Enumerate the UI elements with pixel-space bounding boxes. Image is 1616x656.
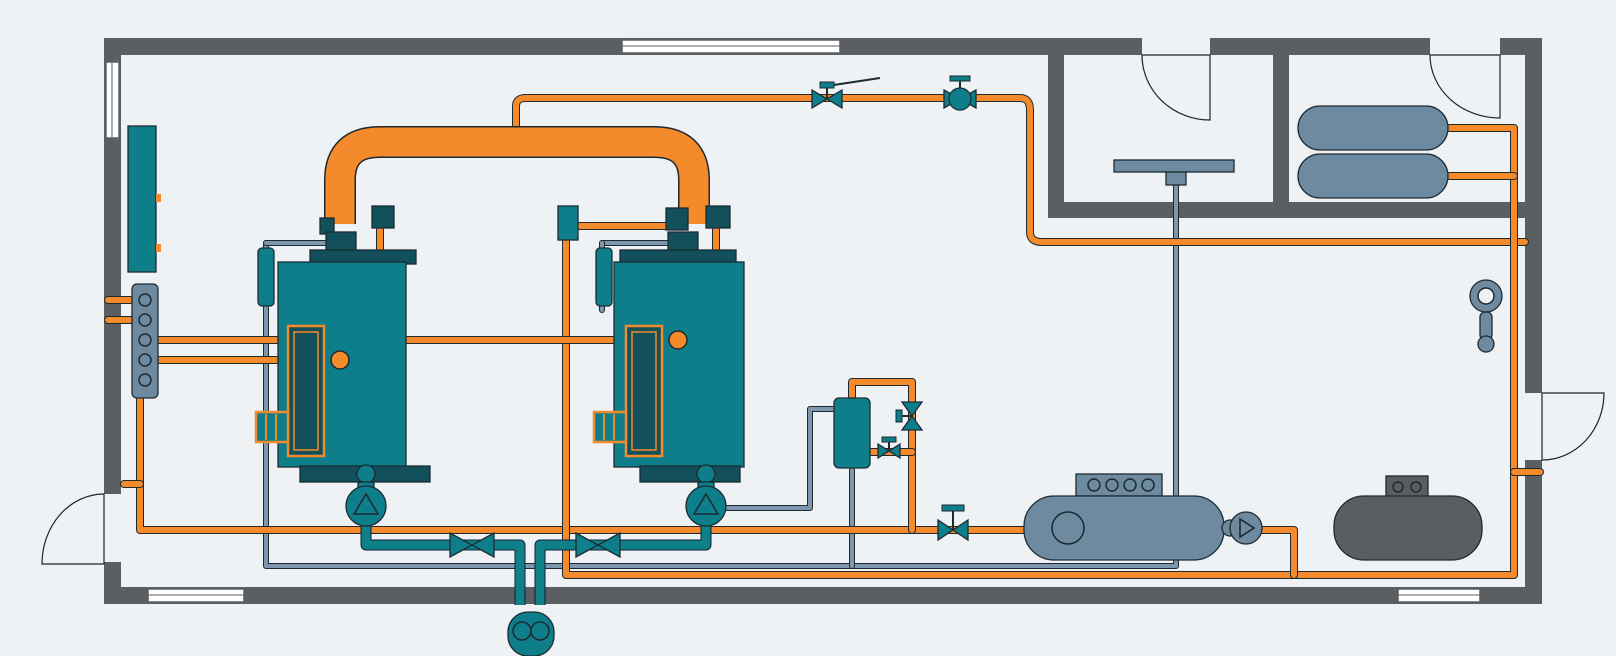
boiler-left [254, 205, 431, 483]
door-swing-icon [1541, 392, 1605, 461]
circulation-pump-icon [685, 485, 727, 527]
supply-pipes [104, 94, 1544, 579]
pressure-vessel-icon [1297, 153, 1449, 199]
main-pump [507, 611, 555, 656]
distribution-manifold [131, 283, 159, 399]
circulation-lines [360, 512, 712, 605]
gate-valve-icon [575, 531, 621, 559]
expansion-tank-icon [833, 397, 871, 469]
safety-valve [895, 401, 924, 431]
door-swing-icon [41, 493, 105, 565]
building-walls [104, 38, 1542, 604]
gate-valve-left [449, 531, 495, 559]
door-swing-icon [1141, 54, 1211, 121]
circulation-pump-icon [345, 485, 387, 527]
ball-valve-icon [948, 87, 972, 111]
pressure-vessel-icon [1297, 105, 1449, 151]
circulation-pump-left [345, 464, 387, 527]
windows [105, 39, 1481, 603]
doors [41, 54, 1605, 565]
boiler-right [557, 205, 745, 483]
wall-radiator [127, 125, 161, 273]
fill-valve [937, 504, 969, 542]
flue-arch [324, 126, 710, 224]
supply-valve [811, 77, 881, 110]
circulation-pump-right [685, 464, 727, 527]
wall-gauge [1469, 279, 1503, 353]
pressure-vessel-icon [1333, 495, 1483, 561]
reserve-tank [1333, 475, 1483, 561]
ceiling-fixture [1113, 159, 1235, 186]
gate-valve-right [575, 531, 621, 559]
return-pipes [263, 182, 1179, 569]
ball-valve [943, 75, 977, 111]
pressure-tanks-upper [1297, 105, 1449, 199]
radiator-icon [127, 125, 157, 273]
storage-tank [1023, 473, 1263, 561]
door-swing-icon [1429, 54, 1501, 119]
pressure-vessel-icon [1023, 495, 1225, 561]
gate-valve-icon [449, 531, 495, 559]
drain-valve [877, 436, 901, 460]
circulation-pump-icon [1229, 511, 1263, 545]
expansion-tank [833, 397, 871, 469]
